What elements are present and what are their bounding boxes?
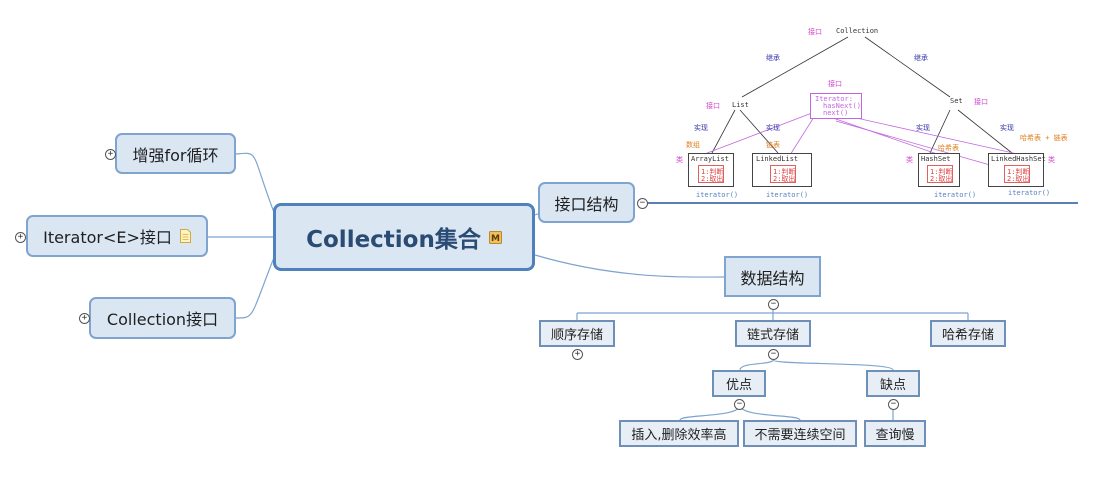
diagram-impl-label: 实现 — [916, 124, 930, 132]
topic-label: 增强for循环 — [132, 145, 219, 165]
diagram-class-name: LinkedList — [756, 155, 799, 163]
node-label: 插入,删除效率高 — [631, 428, 727, 443]
diagram-root-label: Collection — [836, 27, 879, 35]
node-label: 优点 — [725, 378, 752, 393]
node-label: 链式存储 — [746, 328, 799, 343]
diagram-impl-label: 实现 — [694, 124, 708, 132]
diagram-iterator-line: hasNext() — [823, 102, 861, 110]
diagram-inherit-left: 继承 — [766, 54, 780, 62]
node-slow-query[interactable]: 查询慢 — [864, 420, 926, 447]
topic-interface-structure[interactable]: 接口结构 — [538, 182, 635, 223]
node-label: 哈希存储 — [941, 328, 994, 343]
diagram-array-note: 数组 — [686, 141, 700, 149]
topic-enhanced-for-loop[interactable]: 增强for循环 — [115, 133, 236, 174]
node-hash-storage[interactable]: 哈希存储 — [930, 320, 1006, 347]
topic-label: Iterator<E>接口 — [43, 228, 172, 247]
node-label: 顺序存储 — [550, 328, 603, 343]
diagram-method-line: 2:取出 — [1007, 175, 1030, 183]
diagram-method-line: 1:判断 — [701, 168, 724, 176]
diagram-inherit-right: 继承 — [914, 54, 928, 62]
diagram-method-line: 2:取出 — [930, 175, 953, 183]
diagram-method-box: 1:判断 2:取出 — [698, 165, 724, 183]
m-marker-icon: M — [488, 230, 502, 244]
node-no-contiguous-space[interactable]: 不需要连续空间 — [743, 420, 857, 447]
diagram-iterator-tag: 接口 — [828, 80, 842, 88]
diagram-method-box: 1:判断 2:取出 — [770, 165, 796, 183]
diagram-iterator-box: Iterator: hasNext() next() — [810, 93, 862, 119]
diagram-linked-note: 链表 — [766, 141, 780, 149]
collapse-toggle-icon[interactable]: − — [734, 399, 745, 410]
svg-text:M: M — [491, 234, 500, 244]
diagram-hashset-box: HashSet 1:判断 2:取出 — [918, 153, 960, 187]
diagram-method-line: 1:判断 — [1007, 168, 1030, 176]
node-sequential-storage[interactable]: 顺序存储 — [539, 320, 615, 347]
diagram-iterator-call: iterator() — [934, 191, 977, 199]
diagram-method-line: 1:判断 — [930, 168, 953, 176]
diagram-linkedhashset-box: LinkedHashSet 1:判断 2:取出 — [988, 153, 1046, 187]
diagram-hash-linked-note: 哈希表 + 链表 — [1020, 134, 1068, 142]
diagram-lines — [701, 36, 1023, 166]
collapse-toggle-icon[interactable]: − — [888, 399, 899, 410]
diagram-class-name: LinkedHashSet — [991, 155, 1046, 163]
diagram-method-box: 1:判断 2:取出 — [927, 165, 953, 183]
embedded-collection-diagram: 接口 Collection 继承 继承 接口 List Set 接口 接口 It… — [640, 15, 1080, 205]
diagram-root-tag: 接口 — [808, 28, 822, 36]
diagram-impl-label: 实现 — [1000, 124, 1014, 132]
node-insert-delete-efficient[interactable]: 插入,删除效率高 — [619, 420, 739, 447]
expand-toggle-icon[interactable]: + — [79, 313, 90, 324]
diagram-linkedlist-box: LinkedList 1:判断 2:取出 — [752, 153, 812, 187]
diagram-class-name: HashSet — [921, 155, 951, 163]
expand-toggle-icon[interactable]: + — [15, 232, 26, 243]
central-topic[interactable]: Collection集合 M — [273, 203, 535, 271]
node-cons[interactable]: 缺点 — [866, 370, 920, 397]
diagram-list-label: List — [732, 101, 749, 109]
diagram-impl-label: 实现 — [766, 124, 780, 132]
notes-icon[interactable] — [179, 229, 191, 243]
node-label: 查询慢 — [875, 428, 915, 443]
topic-data-structure[interactable]: 数据结构 — [724, 256, 821, 297]
diagram-list-tag: 接口 — [706, 102, 720, 110]
diagram-method-line: 2:取出 — [701, 175, 724, 183]
node-linked-storage[interactable]: 链式存储 — [735, 320, 811, 347]
diagram-method-box: 1:判断 2:取出 — [1004, 165, 1030, 183]
diagram-set-tag: 接口 — [974, 98, 988, 106]
node-label: 不需要连续空间 — [754, 428, 846, 443]
diagram-iterator-line: next() — [823, 109, 849, 117]
collapse-toggle-icon[interactable]: − — [768, 299, 779, 310]
topic-collection-interface[interactable]: Collection接口 — [89, 297, 236, 339]
expand-toggle-icon[interactable]: + — [105, 149, 116, 160]
diagram-iterator-call: iterator() — [1008, 189, 1051, 197]
topic-label: 接口结构 — [554, 194, 619, 214]
diagram-iterator-line: Iterator: — [815, 95, 853, 103]
collapse-toggle-icon[interactable]: − — [768, 349, 779, 360]
diagram-hash-note: 哈希表 — [938, 144, 959, 152]
topic-label: Collection接口 — [106, 310, 219, 329]
diagram-iterator-call: iterator() — [696, 191, 739, 199]
diagram-method-line: 1:判断 — [773, 168, 796, 176]
diagram-iterator-call: iterator() — [766, 191, 809, 199]
diagram-arraylist-box: ArrayList 1:判断 2:取出 — [688, 153, 734, 187]
diagram-class-tag: 类 — [1048, 156, 1055, 164]
topic-iterator-interface[interactable]: Iterator<E>接口 — [26, 215, 208, 257]
topic-label: 数据结构 — [740, 268, 805, 288]
diagram-class-tag: 类 — [676, 156, 683, 164]
node-label: 缺点 — [879, 378, 906, 393]
diagram-class-name: ArrayList — [691, 155, 729, 163]
collapse-toggle-icon[interactable]: − — [637, 198, 648, 209]
diagram-method-line: 2:取出 — [773, 175, 796, 183]
diagram-set-label: Set — [950, 97, 963, 105]
diagram-class-tag: 类 — [906, 156, 913, 164]
node-pros[interactable]: 优点 — [712, 370, 766, 397]
expand-toggle-icon[interactable]: + — [572, 349, 583, 360]
central-topic-label: Collection集合 — [306, 227, 481, 253]
